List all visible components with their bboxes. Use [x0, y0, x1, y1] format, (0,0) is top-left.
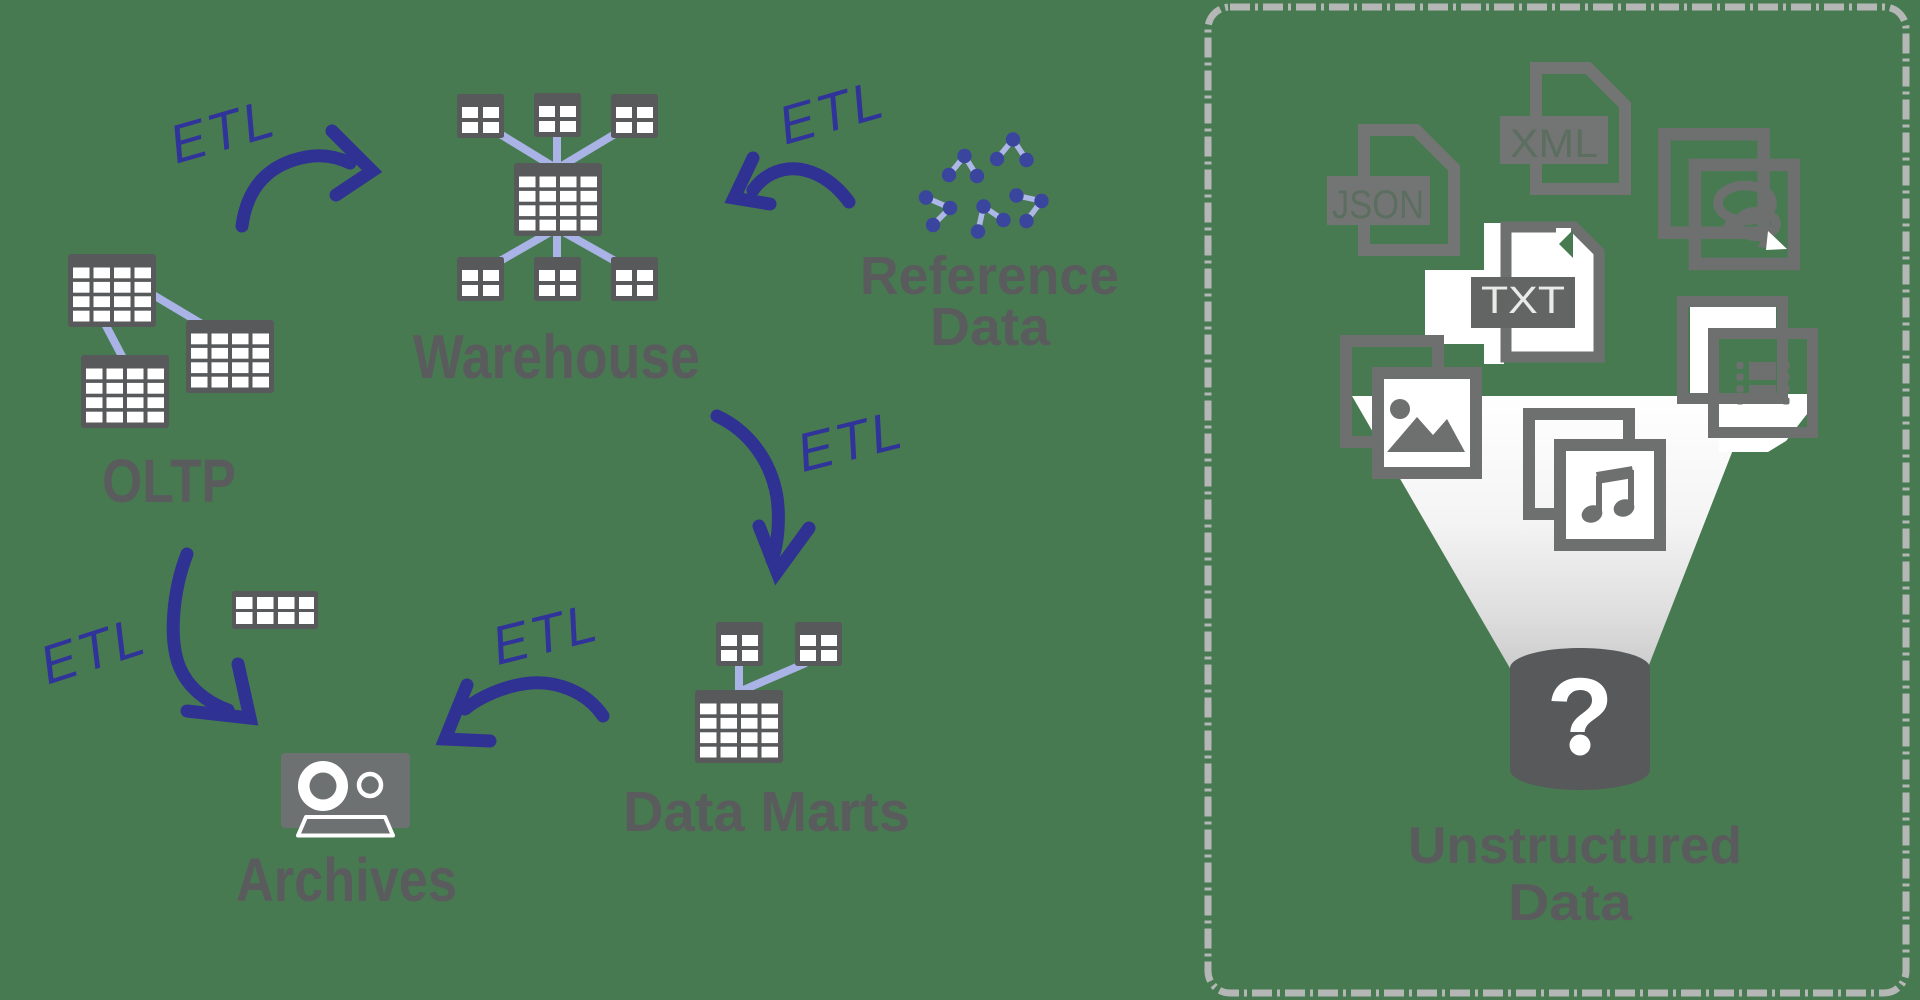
svg-text:JSON: JSON: [1332, 183, 1424, 227]
svg-text:Warehouse: Warehouse: [413, 323, 700, 392]
svg-text:Reference: Reference: [860, 246, 1119, 306]
svg-text:Data Marts: Data Marts: [623, 780, 910, 844]
svg-text:?: ?: [1546, 656, 1613, 779]
svg-text:Archives: Archives: [236, 846, 457, 914]
svg-text:XML: XML: [1510, 122, 1598, 166]
svg-text:OLTP: OLTP: [102, 447, 236, 515]
svg-text:Unstructured: Unstructured: [1408, 817, 1742, 875]
svg-text:Data: Data: [1508, 874, 1633, 932]
svg-text:TXT: TXT: [1481, 280, 1565, 322]
svg-text:Data: Data: [930, 297, 1051, 357]
